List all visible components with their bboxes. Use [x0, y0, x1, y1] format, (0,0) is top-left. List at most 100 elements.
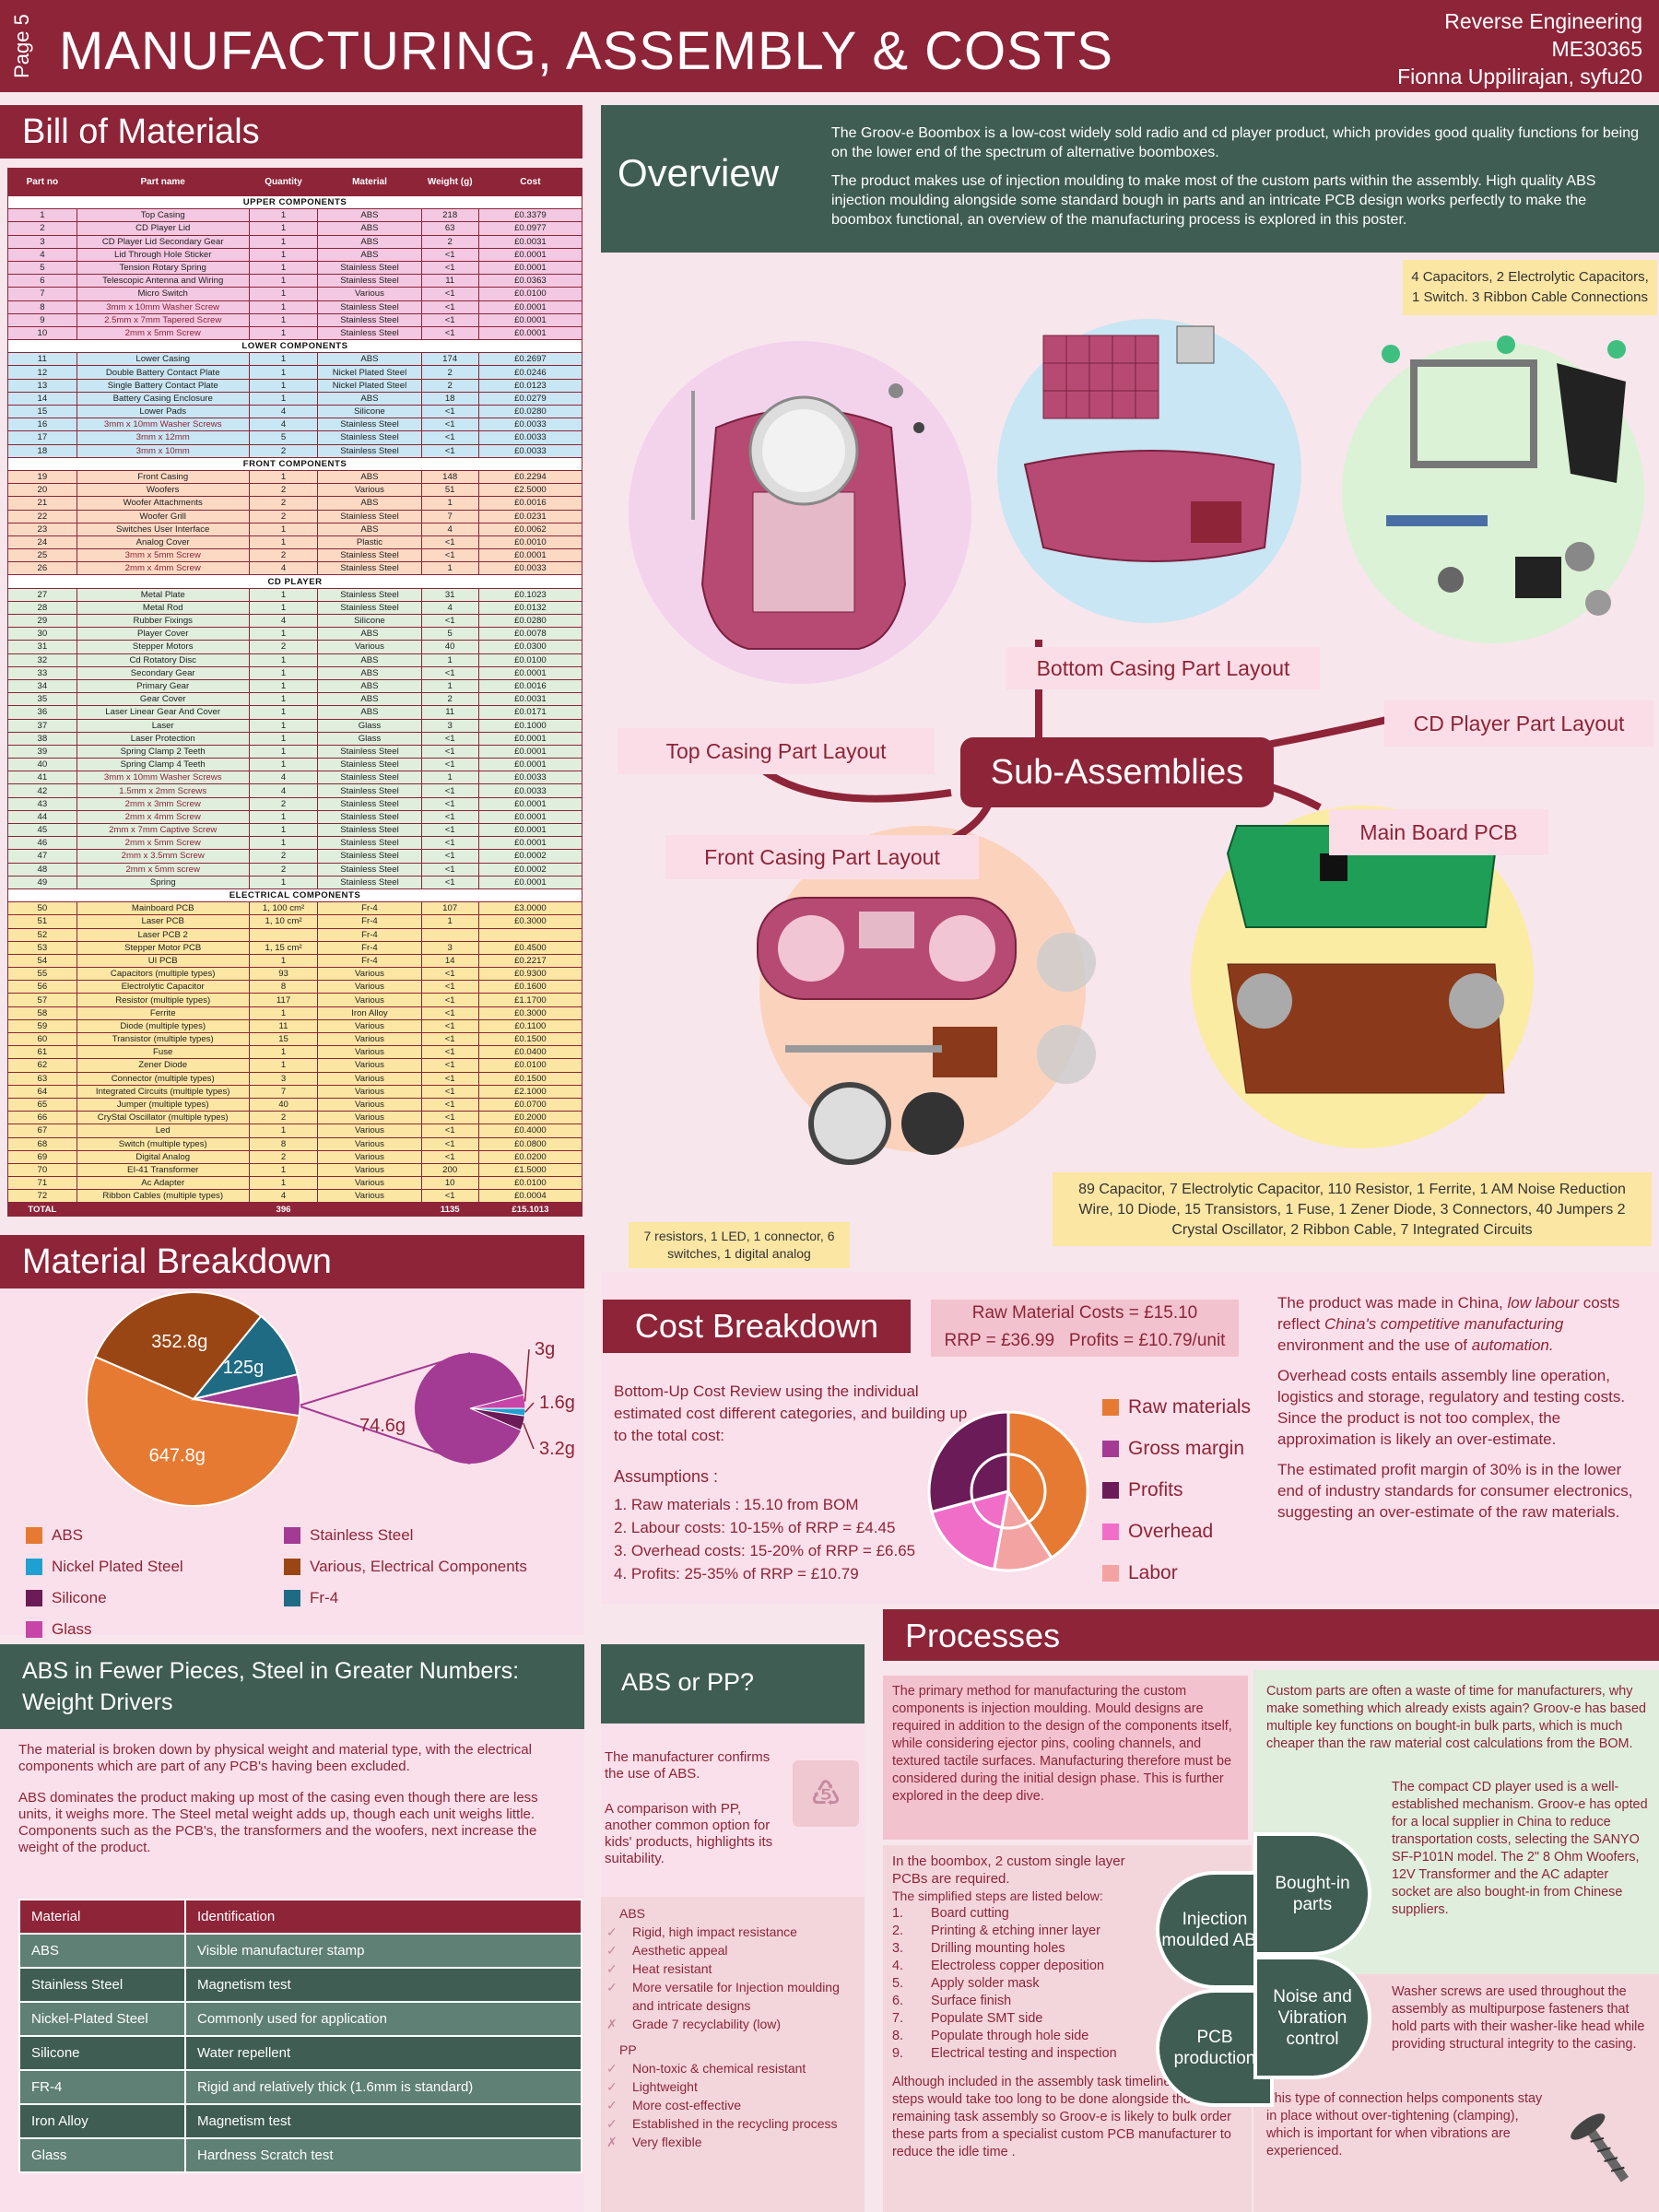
step-number: 5.: [892, 1976, 904, 1991]
pcb-step: 7.Populate SMT side: [892, 2011, 1043, 2026]
pie-leader: [524, 1402, 535, 1413]
recycle-stamp-icon: ♷: [793, 1760, 859, 1827]
abs-heading: ABS: [619, 1906, 646, 1921]
legend-swatch: [26, 1590, 42, 1606]
profit-value: Profits = £10.79/unit: [1068, 1331, 1226, 1350]
cost-panel: Cost Breakdown Raw Material Costs = £15.…: [601, 1272, 1659, 1604]
step-number: 6.: [892, 1994, 904, 2008]
cost-legend-item: Gross margin: [1102, 1428, 1287, 1469]
cost-pie-slice: [927, 1410, 1010, 1514]
assumption-item: 1. Raw materials : 15.10 from BOM: [614, 1496, 859, 1513]
top-casing-image: [691, 383, 924, 650]
step-number: 2.: [892, 1924, 904, 1938]
bom-group-header: ELECTRICAL COMPONENTS: [7, 888, 582, 903]
compare-item: Very flexible: [601, 2133, 865, 2151]
legend-swatch: [26, 1559, 42, 1575]
material-pie-slice: [191, 1314, 300, 1401]
step-number: 8.: [892, 2029, 904, 2043]
pcb-step: 9.Electrical testing and inspection: [892, 2046, 1117, 2061]
material-legend-item: Nickel Plated Steel: [26, 1558, 183, 1576]
pcb-step: 1.Board cutting: [892, 1906, 1009, 1921]
cd-player-image: [1382, 335, 1626, 616]
cost-legend-item: Labor: [1102, 1552, 1287, 1594]
cost-pie-inner: [970, 1453, 1047, 1530]
processes-heading: Processes: [883, 1609, 1659, 1661]
overview-text-2: The product makes use of injection mould…: [831, 173, 1596, 228]
bom-heading: Bill of Materials: [0, 105, 582, 159]
drivers-text-1: The material is broken down by physical …: [18, 1742, 532, 1774]
bom-col-header: Material: [317, 168, 422, 196]
pcb-step: 3.Drilling mounting holes: [892, 1941, 1065, 1956]
drivers-text-2: ABS dominates the product making up most…: [18, 1790, 538, 1855]
compare-item: Rigid, high impact resistance: [601, 1923, 865, 1941]
step-number: 9.: [892, 2046, 904, 2061]
sub-assemblies-area: 4 Capacitors, 2 Electrolytic Capacitors,…: [601, 253, 1659, 1268]
bom-col-header: Cost: [477, 168, 583, 196]
cost-side-text: The product was made in China, low labou…: [1277, 1294, 1633, 1521]
compare-item: Established in the recycling process: [601, 2114, 865, 2133]
compare-item: More cost-effective: [601, 2096, 865, 2114]
front-casing-label: Front Casing Part Layout: [665, 835, 979, 879]
cost-pie-chart: [927, 1410, 1089, 1572]
pp-list: Non-toxic & chemical resistantLightweigh…: [601, 2059, 865, 2151]
material-subpie-slice: [469, 1407, 525, 1431]
cd-player-note: 4 Capacitors, 2 Electrolytic Capacitors,…: [1403, 260, 1657, 315]
hex-bought-in: Bought-in parts: [1253, 1832, 1371, 1956]
legend-swatch: [284, 1590, 300, 1606]
assumption-item: 3. Overhead costs: 15-20% of RRP = £6.65: [614, 1542, 916, 1559]
legend-swatch: [1102, 1440, 1119, 1457]
legend-swatch: [284, 1527, 300, 1544]
compare-item: Non-toxic & chemical resistant: [601, 2059, 865, 2077]
pcb-step: 6.Surface finish: [892, 1994, 1012, 2008]
overview-text-1: The Groov-e Boombox is a low-cost widely…: [831, 125, 1640, 160]
hex-noise: Noise and Vibration control: [1253, 1956, 1371, 2079]
header-meta: Reverse Engineering ME30365 Fionna Uppil…: [1397, 9, 1642, 88]
